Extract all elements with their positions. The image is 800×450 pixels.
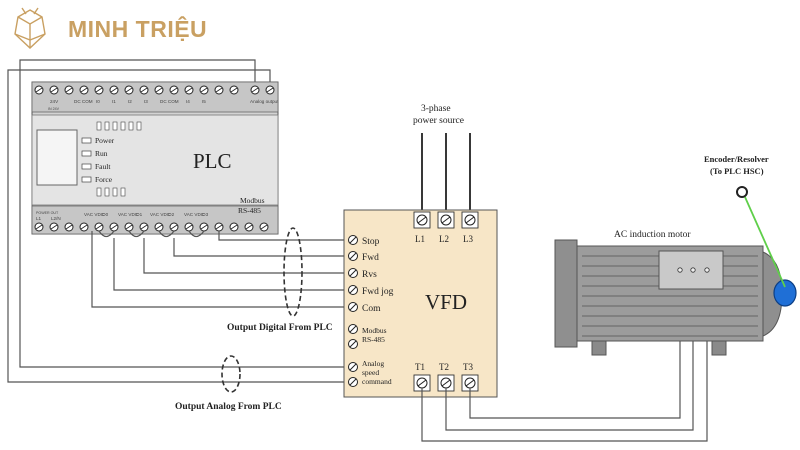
vfd-terminal-analog-line1: Analog bbox=[362, 359, 384, 368]
ac-induction-motor: AC induction motor bbox=[554, 230, 797, 356]
power-source: 3-phase power source bbox=[413, 104, 471, 212]
encoder: Encoder/Resolver (To PLC HSC) bbox=[704, 154, 786, 288]
term-label: IN 24V bbox=[48, 107, 60, 111]
encoder-label-line1: Encoder/Resolver bbox=[704, 154, 769, 164]
term-label: Analog output bbox=[250, 99, 279, 104]
plc-bottom-terminals bbox=[34, 222, 269, 232]
term-label: VAC VDC bbox=[184, 212, 205, 217]
plc-modbus-line2: RS-485 bbox=[238, 206, 261, 215]
power-source-label-line2: power source bbox=[413, 116, 464, 126]
brand-name: MINH TRIỆU bbox=[68, 15, 207, 42]
term-label: VAC VDC bbox=[84, 212, 105, 217]
vfd-terminal-l2: L2 bbox=[439, 234, 449, 244]
term-label: O3 bbox=[202, 212, 209, 217]
vfd-terminal-analog-line2: speed bbox=[362, 368, 379, 377]
plc-bottom-terminal-labels: POWER OUT L1 L2/N VAC VDC O0 VAC VDC O1 … bbox=[36, 211, 209, 221]
plc-unit: Power Run Fault Force PLC bbox=[31, 81, 279, 235]
term-label: I5 bbox=[202, 99, 206, 104]
vfd-terminal-fwd-jog: Fwd jog bbox=[362, 287, 394, 297]
vfd-terminal-t3: T3 bbox=[463, 362, 473, 372]
term-label: DC COM bbox=[74, 99, 93, 104]
power-source-label-line1: 3-phase bbox=[421, 104, 451, 114]
term-label: O0 bbox=[102, 212, 109, 217]
indicator-fault: Fault bbox=[95, 162, 111, 171]
encoder-label-line2: (To PLC HSC) bbox=[710, 166, 764, 176]
term-label: I0 bbox=[96, 99, 100, 104]
plc-io-leds bbox=[96, 121, 142, 197]
term-label: I3 bbox=[144, 99, 148, 104]
vfd-terminal-fwd: Fwd bbox=[362, 253, 379, 263]
term-label: L1 bbox=[36, 216, 42, 221]
motor-shaft bbox=[773, 279, 797, 307]
term-label: VAC VDC bbox=[150, 212, 171, 217]
analog-output-label: Output Analog From PLC bbox=[175, 402, 282, 412]
vfd-terminal-t2: T2 bbox=[439, 362, 449, 372]
outer-wires bbox=[7, 59, 348, 383]
indicator-force: Force bbox=[95, 175, 113, 184]
plc-title: PLC bbox=[193, 149, 232, 173]
brand-logo: MINH TRIỆU bbox=[14, 7, 207, 49]
crystal-logo-icon bbox=[14, 7, 46, 49]
term-label: O1 bbox=[136, 212, 143, 217]
analog-grouping-ellipse bbox=[221, 355, 241, 393]
vfd-terminal-t1: T1 bbox=[415, 362, 425, 372]
term-label: L2/N bbox=[51, 216, 61, 221]
vfd-terminal-analog-line3: command bbox=[362, 377, 392, 386]
term-label: VAC VDC bbox=[118, 212, 139, 217]
vfd-terminal-com: Com bbox=[362, 304, 381, 314]
motor-wires bbox=[421, 272, 708, 442]
vfd-terminal-rvs: Rvs bbox=[362, 270, 377, 280]
plc-indicators: Power Run Fault Force bbox=[81, 136, 115, 184]
indicator-power: Power bbox=[95, 136, 115, 145]
vfd-terminal-modbus-line2: RS-485 bbox=[362, 335, 385, 344]
vfd-terminal-stop: Stop bbox=[362, 237, 380, 247]
term-label: I4 bbox=[186, 99, 190, 104]
vfd-output-terminals: T1 T2 T3 bbox=[413, 362, 479, 392]
vfd-terminal-modbus-line1: Modbus bbox=[362, 326, 387, 335]
plc-top-terminal-labels: 24V DC COM I0 I1 I2 I3 DC COM I4 I5 Anal… bbox=[48, 99, 279, 111]
motor-label: AC induction motor bbox=[614, 230, 691, 240]
plc-top-terminals bbox=[34, 85, 275, 95]
indicator-run: Run bbox=[95, 149, 108, 158]
term-label: DC COM bbox=[160, 99, 179, 104]
term-label: O2 bbox=[168, 212, 175, 217]
term-label: POWER OUT bbox=[36, 211, 59, 215]
digital-wires bbox=[91, 227, 348, 317]
term-label: I1 bbox=[112, 99, 116, 104]
vfd-title: VFD bbox=[425, 290, 467, 314]
vfd-terminal-l1: L1 bbox=[415, 234, 425, 244]
vfd-terminal-l3: L3 bbox=[463, 234, 473, 244]
plc-modbus-line1: Modbus bbox=[240, 196, 265, 205]
term-label: I2 bbox=[128, 99, 132, 104]
digital-output-label: Output Digital From PLC bbox=[227, 323, 333, 333]
term-label: 24V bbox=[50, 99, 59, 104]
vfd-unit: VFD L1 L2 L3 T1 T2 T3 bbox=[343, 209, 498, 398]
vfd-control-terminals: Stop Fwd Rvs Fwd jog Com Modbus RS-485 A… bbox=[348, 235, 394, 387]
vfd-input-terminals: L1 L2 L3 bbox=[413, 211, 479, 244]
